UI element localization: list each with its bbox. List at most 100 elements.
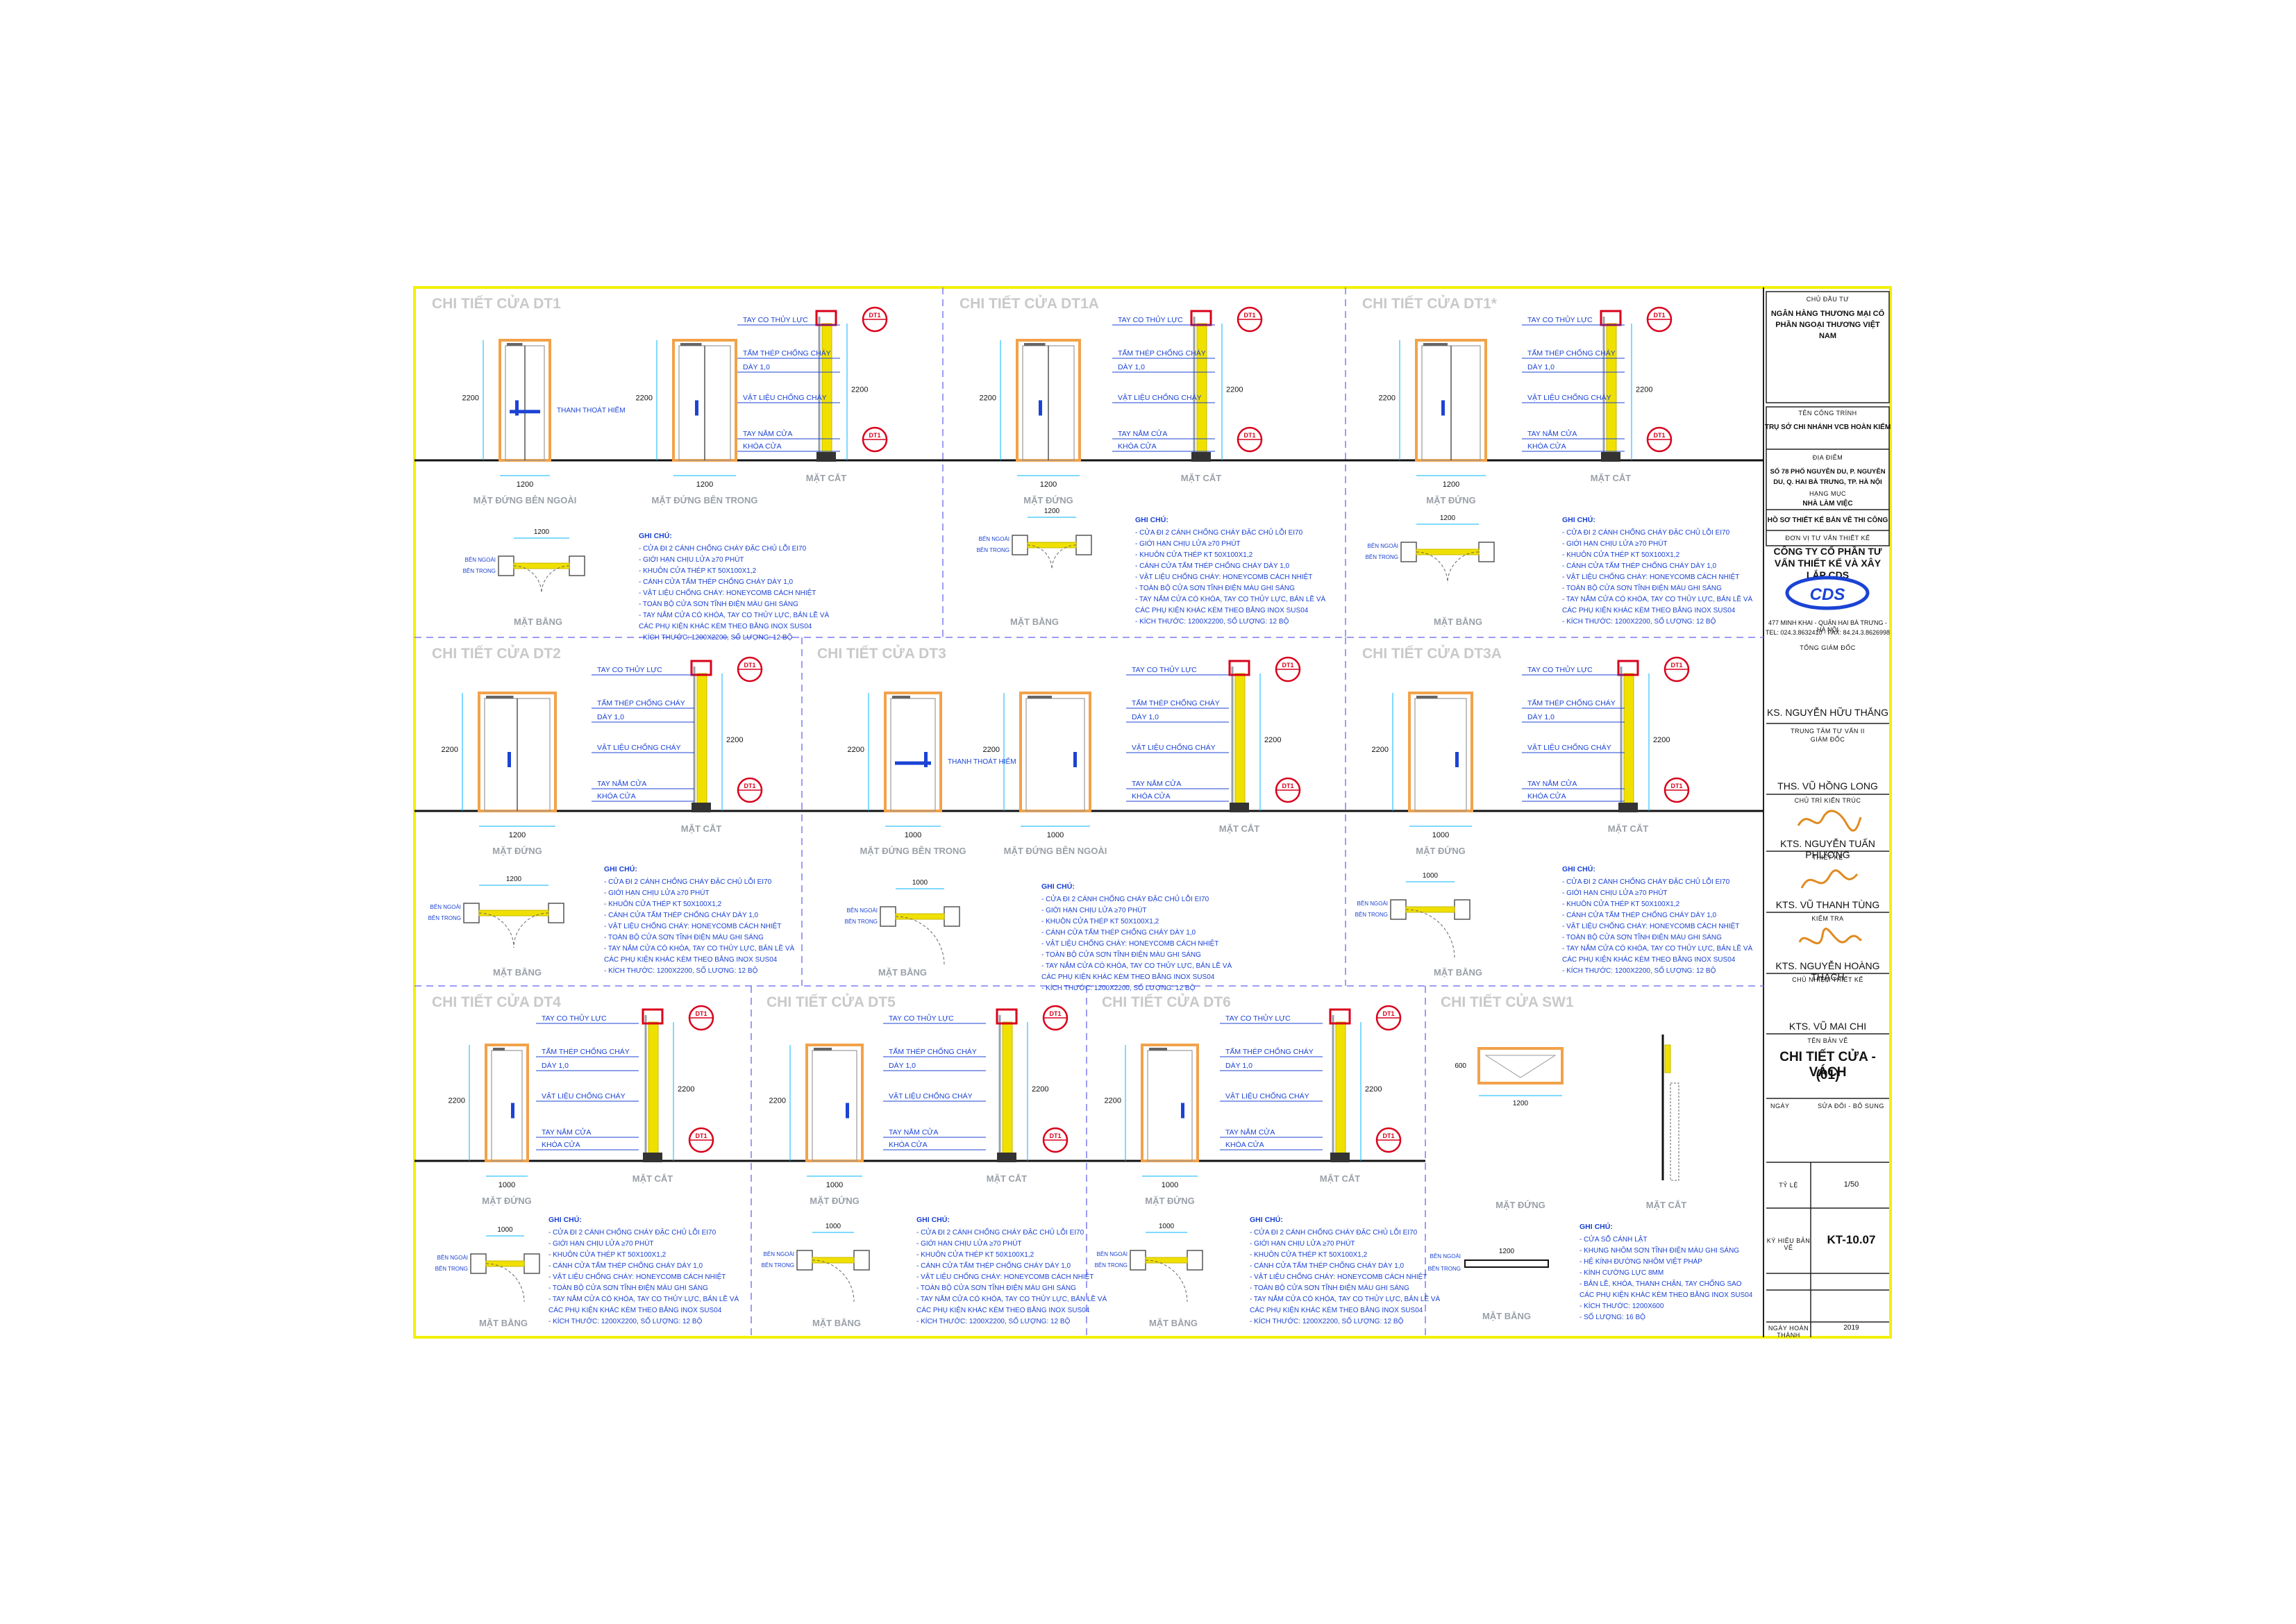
threshold — [997, 1153, 1016, 1162]
wall-jamb — [548, 903, 564, 923]
section-label: MẶT CẮT — [1219, 823, 1260, 834]
dim-width: 1200 — [509, 831, 526, 839]
wall-jamb — [470, 1253, 487, 1274]
notes-line: - GIỚI HẠN CHỊU LỬA ≥70 PHÚT — [1562, 888, 1668, 897]
notes-line: - GIỚI HẠN CHỊU LỬA ≥70 PHÚT — [639, 555, 744, 564]
callout-text: TẤM THÉP CHỐNG CHÁY — [1527, 348, 1616, 358]
window-frame — [1477, 1047, 1564, 1085]
bubble-tag: DT1 — [869, 312, 880, 319]
notes-line: - CÁNH CỬA TẤM THÉP CHỐNG CHÁY DÀY 1,0 — [1250, 1260, 1405, 1270]
owner-name: NGÂN HÀNG THƯƠNG MẠI CỔ PHẦN NGOẠI THƯƠN… — [1770, 310, 1885, 340]
owner-label: CHỦ ĐẦU TƯ — [1806, 296, 1850, 303]
dim-height: 2200 — [449, 1097, 465, 1105]
door-section-core — [648, 1021, 659, 1162]
plan-label: MẶT BẰNG — [479, 1318, 528, 1328]
bubble-tag: DT1 — [695, 1010, 707, 1017]
callout-text: TẤM THÉP CHỐNG CHÁY — [1118, 348, 1206, 358]
threshold — [1191, 452, 1211, 462]
callout-text: VẬT LIỆU CHỐNG CHÁY — [1118, 392, 1202, 402]
threshold — [816, 452, 836, 462]
swing-arc — [513, 912, 549, 948]
view-label: MẶT ĐỨNG BÊN TRONG — [860, 846, 966, 856]
arch-name: KTS. NGUYỄN TUẤN PHƯƠNG — [1780, 838, 1875, 860]
callout-text: VẬT LIỆU CHỐNG CHÁY — [889, 1091, 973, 1100]
threshold — [643, 1153, 662, 1162]
plan-label: MẶT BẰNG — [1010, 617, 1059, 627]
notes-line: - KÍCH THƯỚC: 1200X2200, SỐ LƯỢNG: 12 BỘ — [604, 965, 758, 975]
side-label: BÊN TRONG — [435, 1266, 468, 1272]
notes-line: - KHUÔN CỬA THÉP KT 50X100X1,2 — [1562, 550, 1680, 559]
side-label: BÊN TRONG — [762, 1262, 794, 1269]
bubble-tag: DT1 — [695, 1132, 707, 1139]
side-label: BÊN NGOÀI — [764, 1251, 794, 1257]
callout-text: DÀY 1,0 — [1527, 362, 1555, 371]
callout-text: DÀY 1,0 — [889, 1061, 916, 1070]
notes-line: - GIỚI HẠN CHỊU LỬA ≥70 PHÚT — [916, 1239, 1022, 1248]
drawing-number: (01) — [1816, 1068, 1840, 1082]
notes-head: GHI CHÚ: — [548, 1215, 582, 1224]
dim-width: 1200 — [1044, 508, 1060, 515]
callout-text: VẬT LIỆU CHỐNG CHÁY — [743, 392, 827, 402]
plan-label: MẶT BẰNG — [1482, 1311, 1531, 1321]
door-leaf-outline — [1025, 698, 1085, 812]
dim-width: 1200 — [696, 480, 713, 489]
panel-title: CHI TIẾT CỬA DT3 — [817, 645, 946, 662]
view-label: MẶT ĐỨNG — [1426, 495, 1475, 505]
dim-height: 2200 — [1105, 1097, 1121, 1105]
wall-jamb — [1454, 899, 1470, 920]
notes-head: GHI CHÚ: — [639, 531, 672, 540]
side-label: BÊN TRONG — [428, 915, 461, 921]
dim-height: 2200 — [1032, 1085, 1048, 1094]
callout-text: DÀY 1,0 — [1118, 362, 1145, 371]
notes-line: - VẬT LIỆU CHỐNG CHÁY: HONEYCOMB CÁCH NH… — [604, 921, 781, 930]
dim-width: 1000 — [498, 1181, 515, 1189]
notes-line: - KHUÔN CỬA THÉP KT 50X100X1,2 — [1250, 1250, 1368, 1259]
notes-line: - KHUÔN CỬA THÉP KT 50X100X1,2 — [604, 899, 722, 908]
callout-text: KHÓA CỬA — [1118, 442, 1157, 451]
side-label: BÊN TRONG — [977, 547, 1009, 553]
bubble-tag: DT1 — [1670, 782, 1682, 789]
callout-text: KHÓA CỬA — [597, 792, 636, 801]
threshold — [692, 803, 711, 812]
notes-head: GHI CHÚ: — [1041, 882, 1075, 891]
window-opening — [1484, 1055, 1557, 1078]
dim-width: 1200 — [1499, 1248, 1515, 1255]
dim-width: 1200 — [1040, 480, 1057, 489]
panic-bar-label: THANH THOÁT HIỂM — [557, 405, 626, 415]
notes-line: - CỬA SỔ CÁNH LẬT — [1579, 1234, 1647, 1244]
notes-line: - TOÀN BỘ CỬA SƠN TĨNH ĐIỆN MÀU GHI SÁNG — [1250, 1283, 1409, 1292]
door-handle — [1039, 400, 1042, 416]
section-label: MẶT CẮT — [987, 1173, 1028, 1184]
wall-jamb — [1075, 535, 1092, 555]
dim-width: 1000 — [1047, 831, 1064, 839]
notes-line: CÁC PHỤ KIỆN KHÁC KÈM THEO BẰNG INOX SUS… — [1041, 972, 1215, 981]
window-section — [1664, 1044, 1671, 1073]
notes-line: - CỬA ĐI 2 CÁNH CHỐNG CHÁY ĐẶC CHỦ LỖI E… — [1250, 1227, 1418, 1237]
view-label: MẶT ĐỨNG — [1495, 1200, 1545, 1210]
side-label: BÊN NGOÀI — [1357, 901, 1388, 907]
notes-line: CÁC PHỤ KIỆN KHÁC KÈM THEO BẰNG INOX SUS… — [604, 955, 778, 964]
done-value: 2019 — [1843, 1324, 1859, 1332]
callout-text: VẬT LIỆU CHỐNG CHÁY — [597, 742, 681, 752]
callout-text: TAY NẮM CỬA — [889, 1128, 938, 1137]
door-leaf-plan — [812, 1257, 855, 1264]
center-role: GIÁM ĐỐC — [1810, 736, 1845, 743]
center-label: TRUNG TÂM TƯ VẤN II — [1791, 728, 1865, 735]
panel-title: CHI TIẾT CỬA DT4 — [432, 994, 561, 1010]
swing-arc — [478, 912, 514, 948]
notes-line: - TAY NẮM CỬA CÓ KHÓA, TAY CO THỦY LỰC, … — [1250, 1294, 1441, 1303]
notes-line: - TAY NẮM CỬA CÓ KHÓA, TAY CO THỦY LỰC, … — [1135, 594, 1326, 603]
design-label: THIẾT KẾ — [1812, 854, 1843, 861]
notes-line: - BẢN LỀ, KHÓA, THANH CHẶN, TAY CHỐNG SA… — [1579, 1278, 1742, 1288]
location-label: ĐỊA ĐIỂM — [1812, 454, 1843, 461]
callout-text: TẤM THÉP CHỐNG CHÁY — [889, 1046, 977, 1056]
notes-line: - CÁNH CỬA TẤM THÉP CHỐNG CHÁY DÀY 1,0 — [548, 1260, 703, 1270]
notes-line: - GIỚI HẠN CHỊU LỬA ≥70 PHÚT — [1135, 539, 1241, 548]
head-frame — [996, 1008, 1018, 1025]
callout-text: TAY NẮM CỬA — [1118, 429, 1167, 438]
bubble-tag: DT1 — [1670, 662, 1682, 669]
director-label: TỔNG GIÁM ĐỐC — [1800, 644, 1856, 651]
notes-line: - CÁNH CỬA TẤM THÉP CHỐNG CHÁY DÀY 1,0 — [916, 1260, 1071, 1270]
